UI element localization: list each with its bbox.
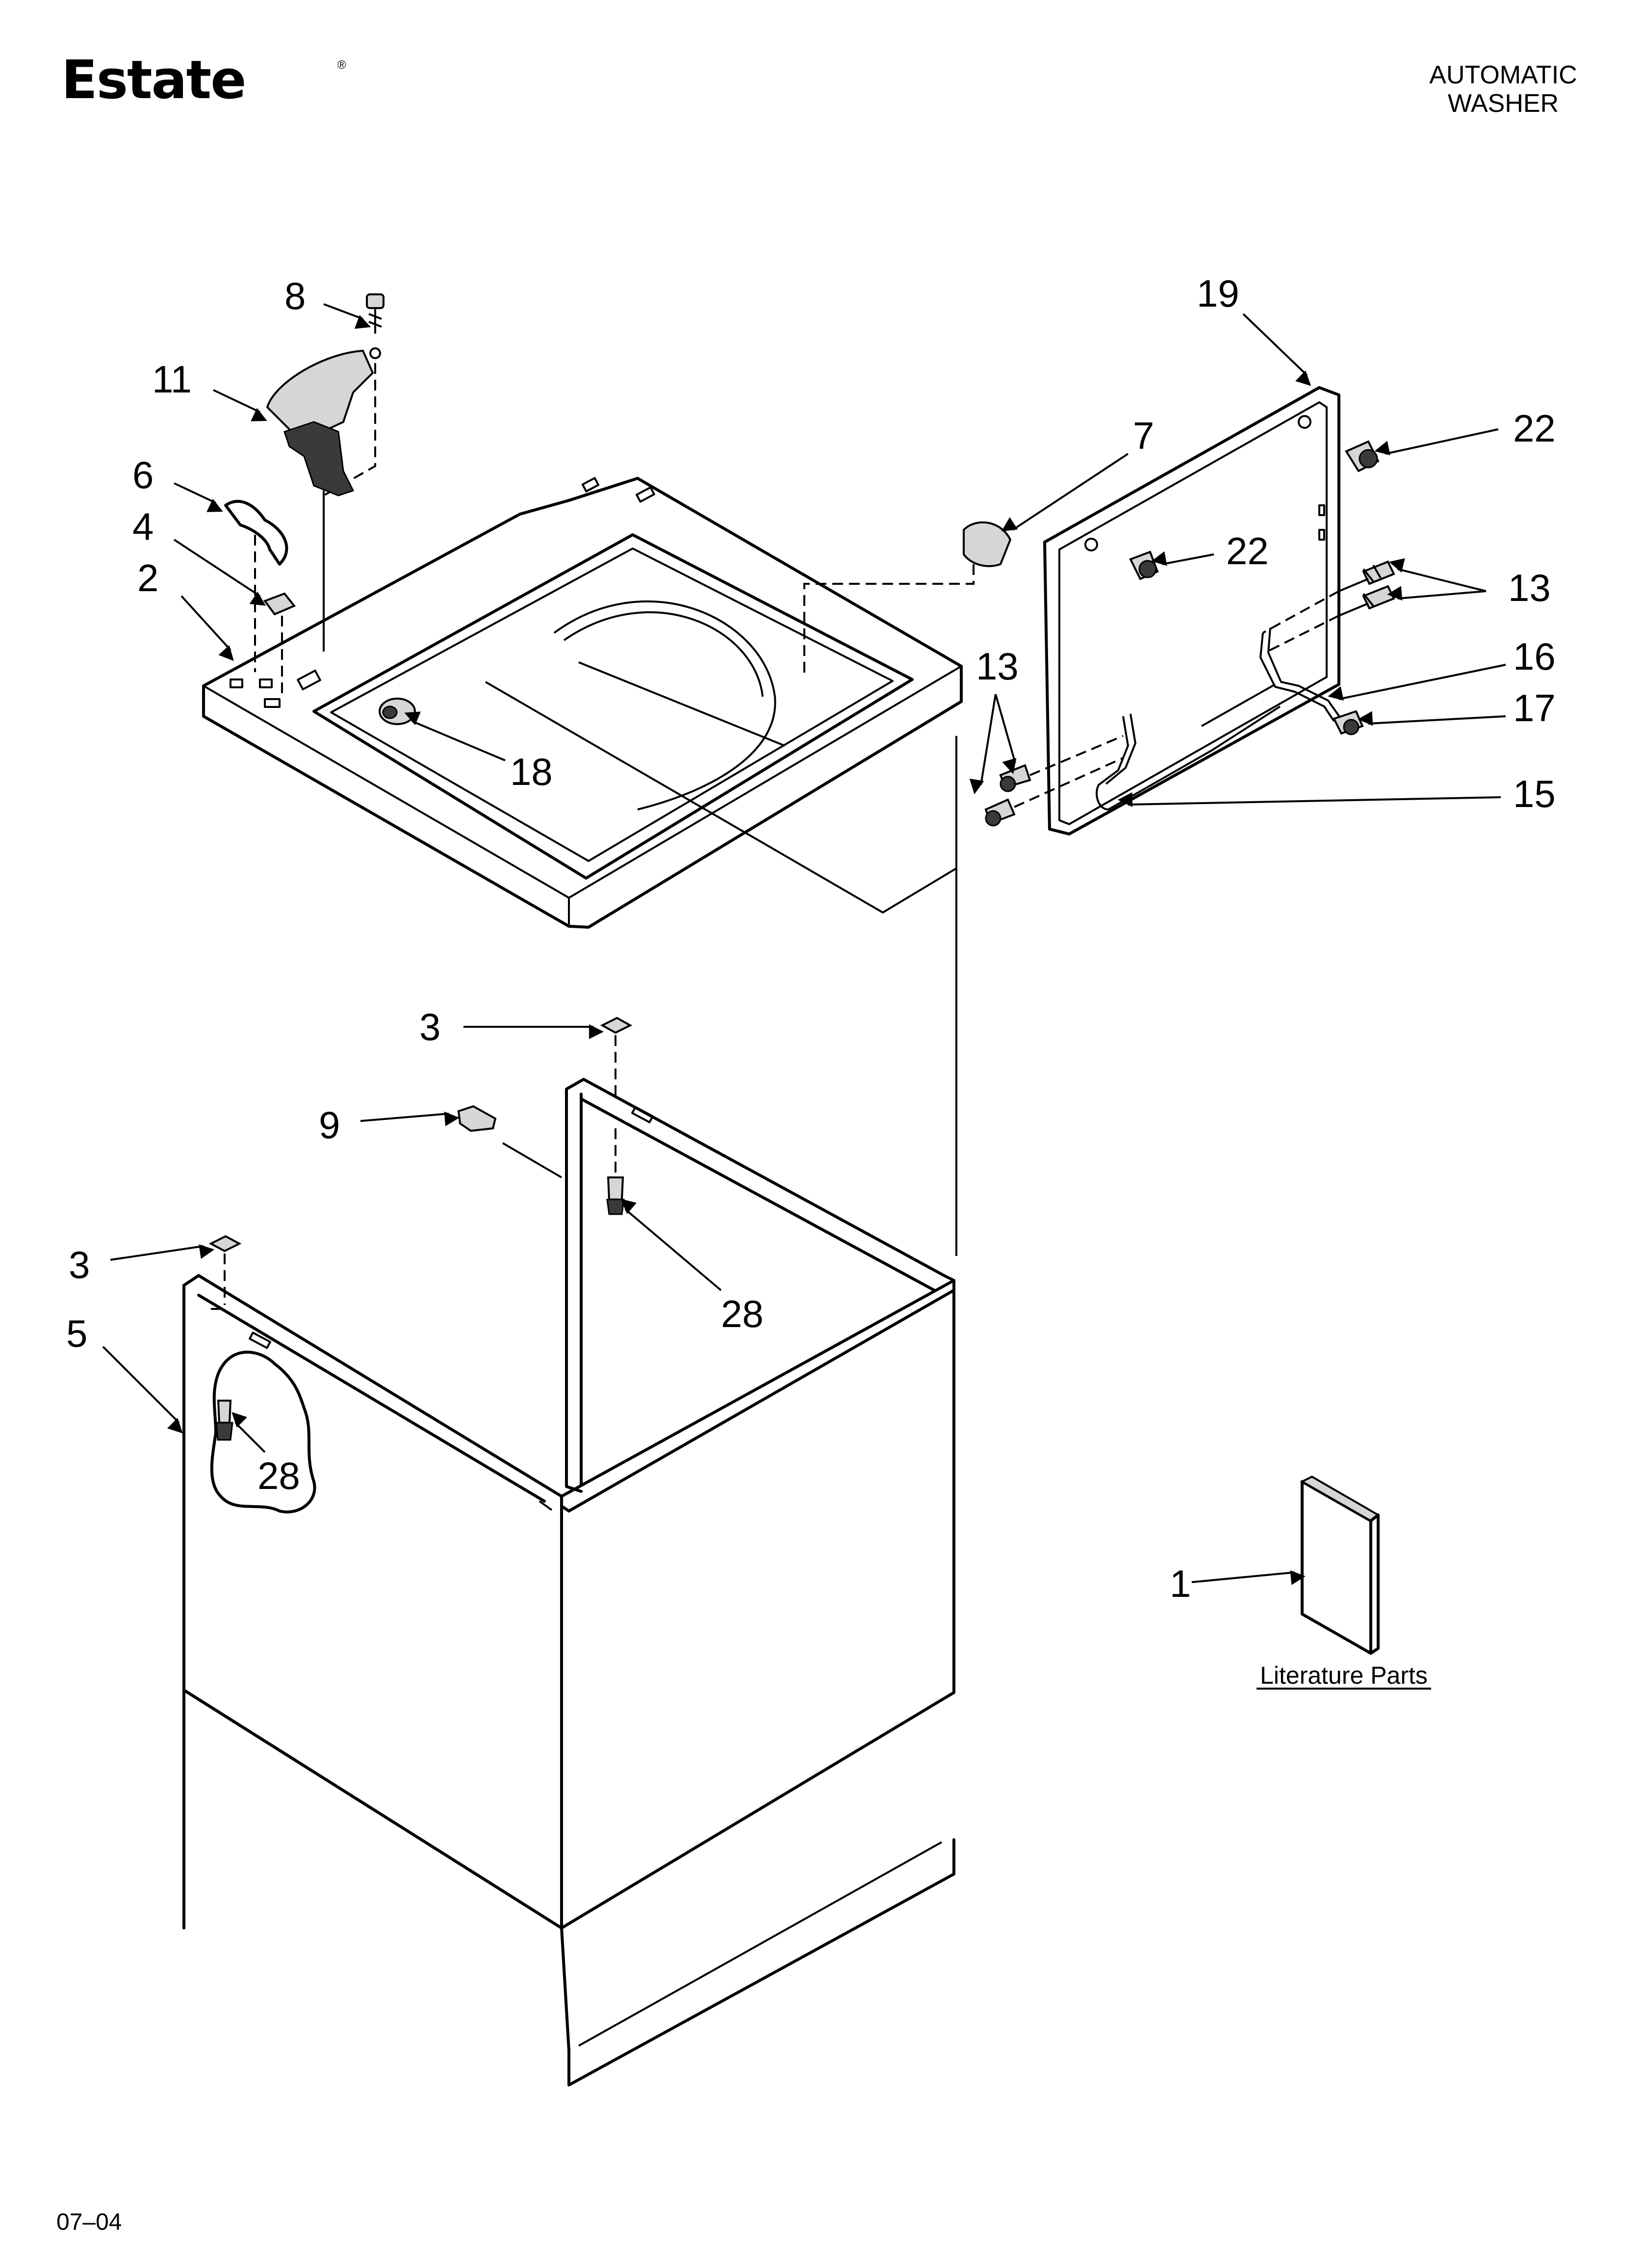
callout-22-a: 22 bbox=[1513, 407, 1556, 450]
callout-19: 19 bbox=[1197, 272, 1239, 315]
part-16-hinge bbox=[1259, 627, 1341, 722]
callout-6: 6 bbox=[132, 453, 154, 496]
callout-13-a: 13 bbox=[1508, 566, 1551, 609]
callout-3-a: 3 bbox=[419, 1005, 440, 1048]
footer-code: 07–04 bbox=[56, 2209, 122, 2235]
part-19-lid bbox=[1043, 386, 1340, 835]
callout-13-b: 13 bbox=[976, 645, 1019, 688]
literature-parts-label: Literature Parts bbox=[1260, 1662, 1428, 1689]
callout-5: 5 bbox=[66, 1312, 87, 1355]
logo-text: Estate bbox=[61, 50, 245, 111]
part-4-pad bbox=[263, 592, 296, 697]
header-line-1: AUTOMATIC bbox=[1429, 61, 1577, 89]
callout-labels: 8 11 6 4 2 18 7 19 22 22 13 13 16 17 15 … bbox=[66, 272, 1556, 1605]
callout-18: 18 bbox=[510, 750, 553, 793]
part-28-screw-a bbox=[606, 1128, 625, 1215]
cabinet bbox=[182, 736, 957, 2086]
part-1-literature bbox=[1300, 1475, 1380, 1655]
part-3-clip-a bbox=[600, 1017, 633, 1096]
part-7-lid-bumper bbox=[803, 521, 1012, 677]
callout-9: 9 bbox=[319, 1103, 340, 1147]
part-9-screw bbox=[457, 1105, 563, 1178]
part-15-hinge-rod bbox=[1096, 683, 1281, 810]
callout-17: 17 bbox=[1513, 686, 1556, 730]
callout-1: 1 bbox=[1170, 1562, 1191, 1605]
part-22-bumper-a bbox=[1345, 440, 1380, 472]
callout-2: 2 bbox=[137, 556, 158, 600]
header-line-2: WASHER bbox=[1448, 89, 1559, 118]
callout-15: 15 bbox=[1513, 772, 1556, 815]
leader-lines bbox=[102, 303, 1506, 1585]
part-3-clip-b bbox=[208, 1235, 242, 1305]
part-8-screw bbox=[323, 293, 385, 648]
registered-mark: ® bbox=[337, 58, 346, 72]
callout-4: 4 bbox=[132, 505, 154, 548]
part-13-screws-left bbox=[984, 735, 1124, 827]
part-13-screws-right bbox=[1262, 560, 1395, 653]
callout-16: 16 bbox=[1513, 635, 1556, 678]
callout-8: 8 bbox=[284, 274, 306, 317]
callout-22-b: 22 bbox=[1226, 529, 1269, 573]
part-28-screw-b bbox=[215, 1400, 233, 1441]
top-panel bbox=[202, 477, 963, 929]
estate-logo: Estate ® bbox=[61, 50, 346, 111]
part-11-lid-switch bbox=[266, 349, 374, 652]
callout-28-a: 28 bbox=[721, 1292, 764, 1335]
part-18-hinge bbox=[379, 698, 416, 725]
callout-7: 7 bbox=[1133, 414, 1154, 457]
callout-11: 11 bbox=[152, 358, 192, 401]
part-17-bushing bbox=[1333, 710, 1364, 735]
part-22-bumper-b bbox=[1129, 550, 1159, 580]
callout-3-b: 3 bbox=[69, 1243, 90, 1286]
callout-28-b: 28 bbox=[257, 1454, 300, 1497]
